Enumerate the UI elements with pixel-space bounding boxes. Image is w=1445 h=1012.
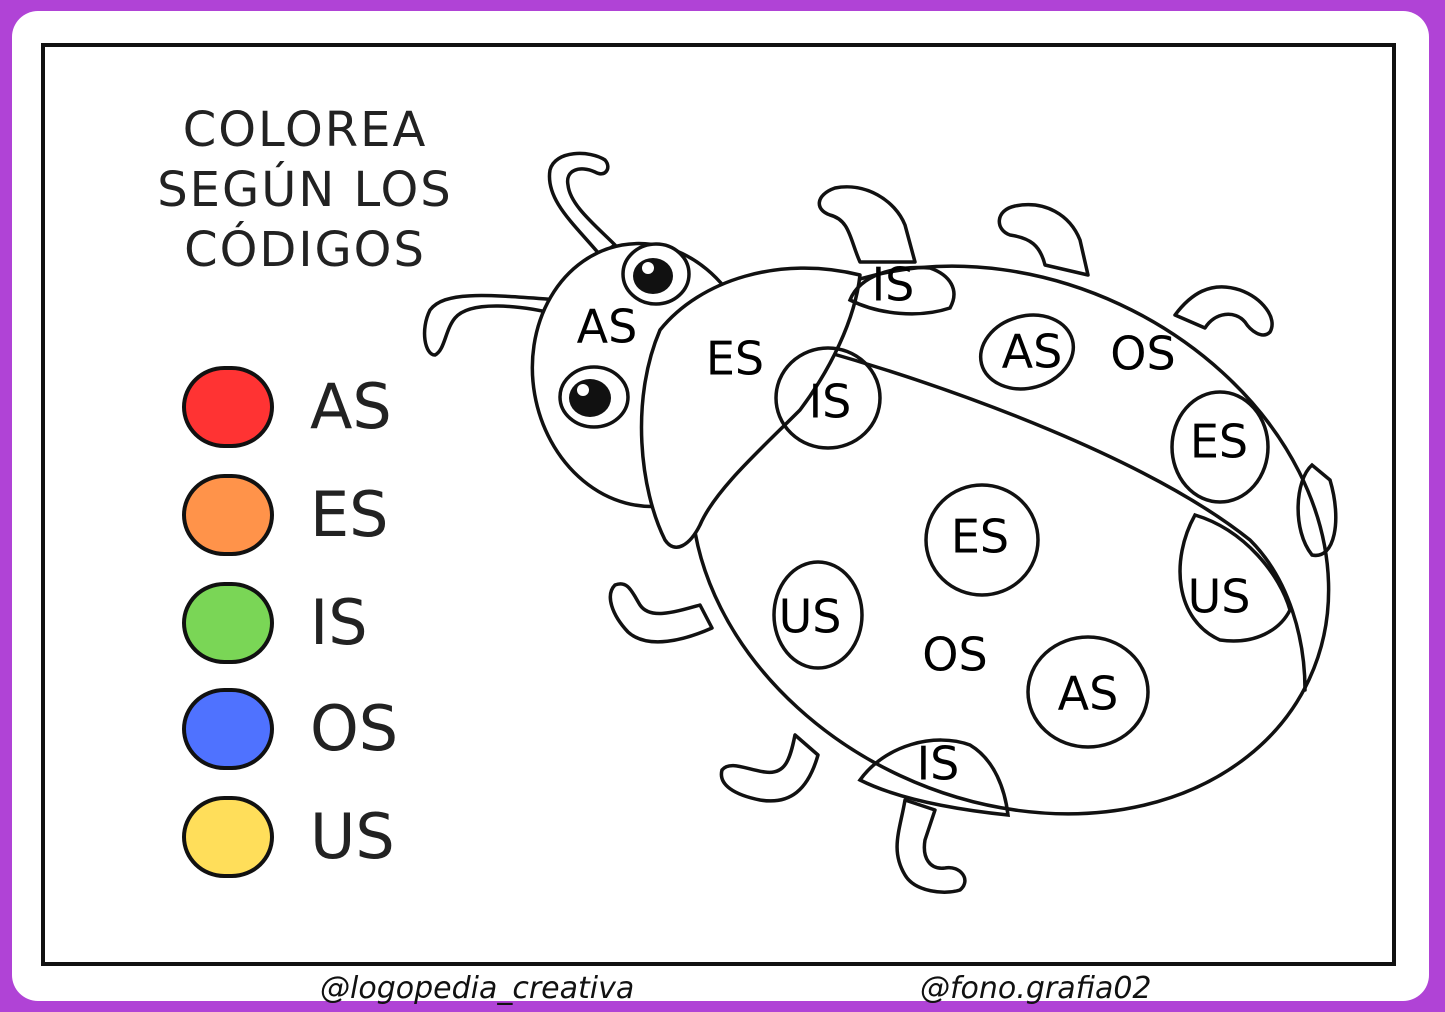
spot-label: IS [917,737,960,791]
legend-row-us: US [182,796,442,886]
footer-credit-right: @fono.grafia02 [920,971,1152,1006]
leg-bottom-2 [895,798,967,894]
legend-code: IS [310,586,368,659]
wing-flap [639,266,862,549]
leg-bottom-1 [719,733,820,803]
title-line-1: COLOREA [182,102,428,158]
spot-label: IS [809,375,852,429]
legend-code: AS [310,370,392,443]
swatch-yellow [182,796,274,878]
spot-label: IS [872,258,915,312]
swatch-orange [182,474,274,556]
legend-row-as: AS [182,366,442,456]
swatch-red [182,366,274,448]
leg-left [608,582,714,644]
spot-label: ES [706,332,764,386]
spot-label: AS [1002,325,1063,379]
legend-row-is: IS [182,582,442,672]
spot-label: US [1188,570,1251,624]
spot-label: US [779,590,842,644]
ladybug-body [689,264,1331,816]
title-line-3: CÓDIGOS [184,222,426,278]
spot-label: OS [1110,327,1175,381]
ladybug-eyes [558,242,691,429]
legend-row-os: OS [182,688,442,778]
legend-code: US [310,800,395,873]
antenna-left [422,293,562,357]
swatch-green [182,582,274,664]
wing-line [818,348,1307,692]
leg-top-2 [997,203,1090,277]
legend-code: ES [310,478,389,551]
title-line-2: SEGÚN LOS [157,162,453,218]
instruction-title: COLOREA SEGÚN LOS CÓDIGOS [130,100,480,280]
legend-code: OS [310,692,399,765]
spot-label: AS [1058,667,1119,721]
spot-label: OS [922,628,987,682]
leg-top-1 [817,185,917,264]
footer-credit-left: @logopedia_creativa [320,971,635,1006]
spot-label: AS [577,300,638,354]
swatch-blue [182,688,274,770]
legend-row-es: ES [182,474,442,564]
spot-label: ES [951,510,1009,564]
antenna-top [547,151,617,257]
spot-label: ES [1190,415,1248,469]
leg-right [1173,285,1274,337]
